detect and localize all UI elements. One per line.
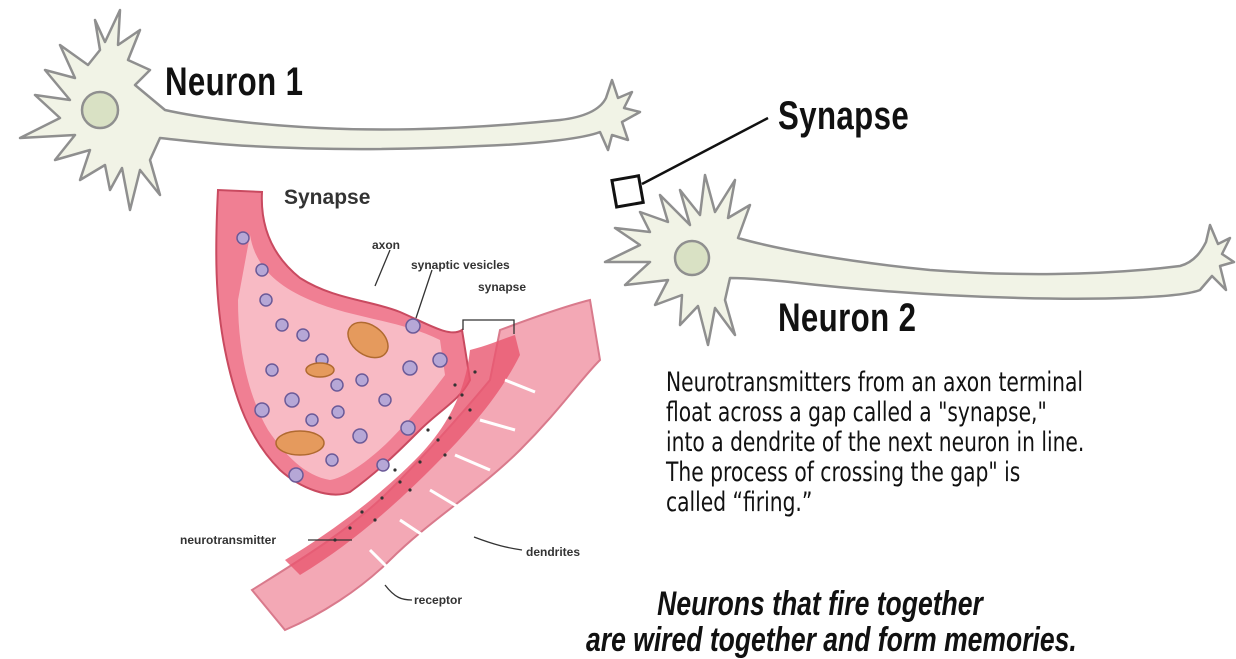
neuron-1-shape — [20, 10, 640, 210]
synapse-highlight-box — [612, 176, 643, 207]
description-line: called “firing.” — [666, 488, 1191, 518]
inset-synapse-label: synapse — [478, 280, 526, 294]
axon-label: axon — [372, 238, 400, 252]
neuron-2-shape — [605, 175, 1234, 345]
dendrites-label: dendrites — [526, 545, 580, 559]
tagline-line-1: Neurons that fire together — [586, 586, 1054, 622]
description-line: Neurotransmitters from an axon terminal — [666, 368, 1191, 398]
description-line: into a dendrite of the next neuron in li… — [666, 428, 1191, 458]
neuron-2-label: Neuron 2 — [778, 296, 916, 341]
neuron-1-label: Neuron 1 — [165, 60, 303, 105]
neurotransmitter-label: neurotransmitter — [180, 533, 276, 547]
tagline: Neurons that fire together are wired tog… — [586, 586, 1054, 658]
description-line: The process of crossing the gap" is — [666, 458, 1191, 488]
synapse-label: Synapse — [778, 94, 909, 139]
synapse-inset — [216, 190, 600, 630]
synaptic-vesicles-label: synaptic vesicles — [411, 258, 510, 272]
description-text: Neurotransmitters from an axon terminal … — [666, 368, 1191, 518]
description-line: float across a gap called a "synapse," — [666, 398, 1191, 428]
receptor-label: receptor — [414, 593, 462, 607]
tagline-line-2: are wired together and form memories. — [586, 622, 1054, 658]
inset-title: Synapse — [284, 186, 370, 210]
